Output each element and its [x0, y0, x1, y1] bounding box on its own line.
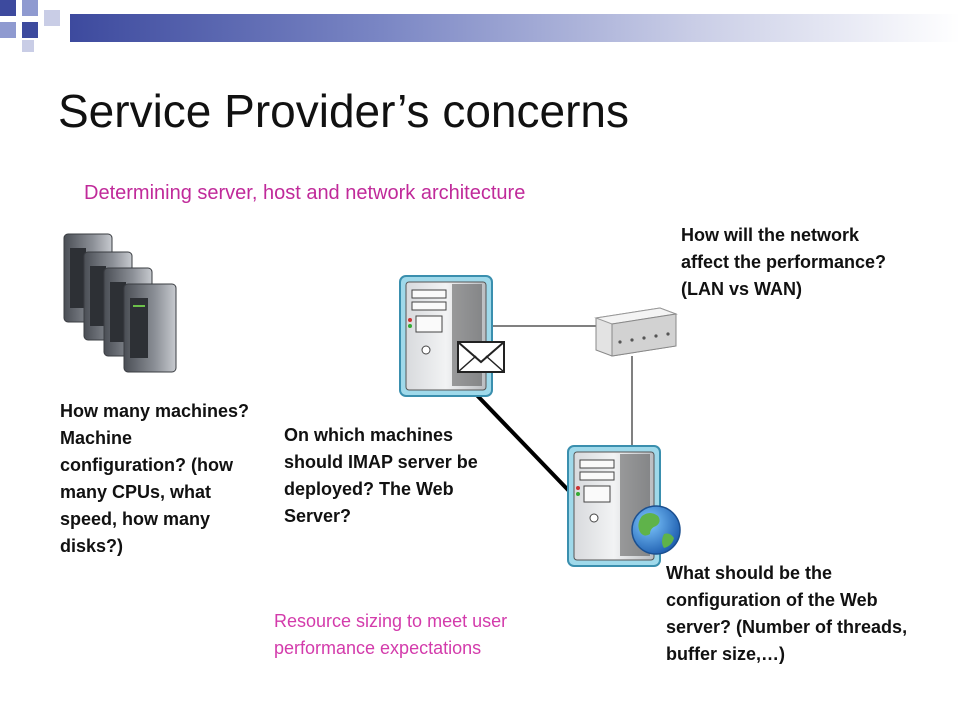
- network-question: How will the network affect the performa…: [681, 225, 887, 299]
- decor-square: [22, 40, 34, 52]
- decor-square: [22, 22, 38, 38]
- link-mail-to-web: [468, 386, 572, 494]
- imap-question: On which machines should IMAP server be …: [284, 425, 478, 526]
- header-decoration: [0, 0, 960, 52]
- webserver-question: What should be the configuration of the …: [666, 563, 908, 664]
- decor-square: [22, 0, 38, 16]
- resource-sizing-note: Resource sizing to meet user performance…: [274, 611, 508, 658]
- machines-question: How many machines? Machine configuration…: [60, 401, 250, 556]
- server-cluster-icon: [63, 233, 177, 373]
- globe-icon: [631, 505, 681, 555]
- decor-square: [44, 10, 60, 26]
- header-gradient-bar: [70, 14, 960, 42]
- decor-square: [0, 0, 16, 16]
- decor-square: [0, 22, 16, 38]
- network-hub-icon: [594, 307, 678, 357]
- slide-title: Service Provider’s concerns: [58, 85, 629, 137]
- mail-server-icon: [399, 275, 493, 397]
- slide-subtitle: Determining server, host and network arc…: [84, 182, 526, 204]
- envelope-icon: [457, 341, 505, 373]
